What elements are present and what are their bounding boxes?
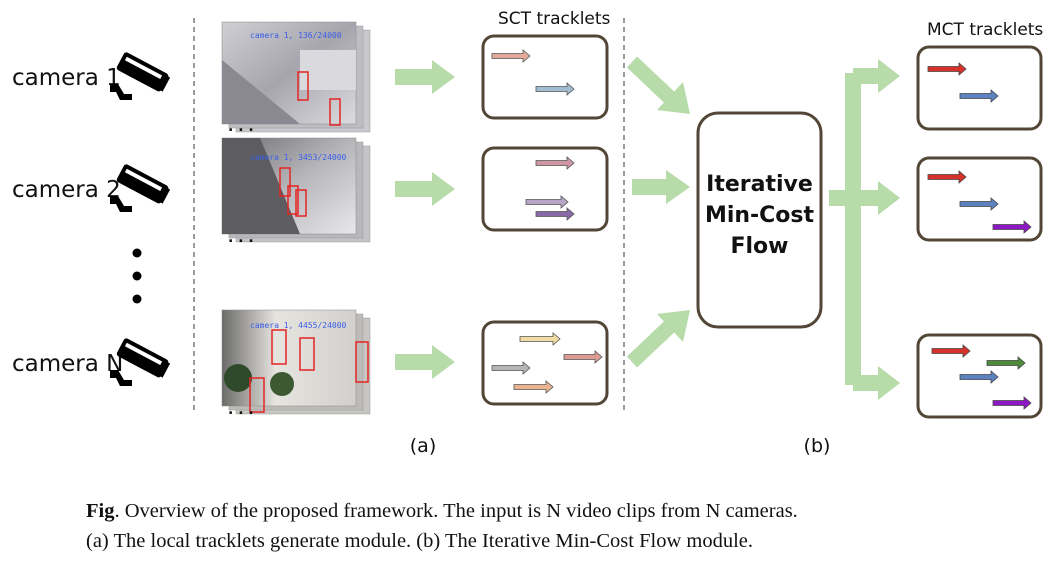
cctv-camera-icon bbox=[110, 164, 171, 212]
flow-arrow bbox=[626, 56, 690, 114]
caption-line-1: Fig. Overview of the proposed framework.… bbox=[86, 496, 1046, 526]
tracklet-arrow bbox=[931, 344, 971, 358]
sct-tracklet-box-1 bbox=[481, 34, 609, 120]
caption-line-1-text: . Overview of the proposed framework. Th… bbox=[114, 500, 798, 522]
flow-arrow bbox=[626, 310, 690, 368]
flow-box-line-2: Min-Cost bbox=[705, 203, 815, 228]
frame-overlay-text: camera 1, 4455/24000 bbox=[250, 321, 347, 330]
tracklet-arrow bbox=[927, 62, 967, 76]
ellipsis-dot bbox=[132, 271, 142, 281]
video-frames-camera-n: camera 1, 4455/24000 . . . bbox=[221, 309, 371, 418]
flow-arrow bbox=[395, 345, 455, 379]
svg-text:. . .: . . . bbox=[228, 119, 254, 135]
tracklet-arrow bbox=[959, 370, 999, 384]
mct-title: MCT tracklets bbox=[927, 20, 1043, 40]
cctv-camera-icon bbox=[110, 52, 171, 100]
min-cost-flow-box bbox=[696, 111, 823, 329]
flow-arrow bbox=[632, 170, 690, 204]
svg-text:. . .: . . . bbox=[228, 230, 254, 246]
flow-box-line-1: Iterative bbox=[706, 172, 813, 197]
tracklet-arrow bbox=[491, 361, 531, 375]
flow-box-line-3: Flow bbox=[730, 234, 788, 259]
flow-arrow bbox=[395, 172, 455, 206]
tracklet-arrow bbox=[986, 356, 1026, 370]
figure-caption: Fig. Overview of the proposed framework.… bbox=[86, 496, 1046, 556]
label-b: (b) bbox=[804, 435, 831, 457]
flow-connector bbox=[829, 59, 900, 400]
tracklet-arrow bbox=[525, 195, 569, 209]
tracklet-arrow bbox=[927, 170, 967, 184]
video-frames-camera-1: camera 1, 136/24000 . . . bbox=[221, 21, 371, 135]
sct-tracklet-box-2 bbox=[481, 146, 609, 232]
sct-tracklet-box-n bbox=[481, 320, 609, 406]
camera-label-n: camera N bbox=[12, 351, 123, 377]
frame-overlay-text: camera 1, 3453/24000 bbox=[250, 153, 347, 162]
video-frames-camera-2: camera 1, 3453/24000 . . . bbox=[221, 137, 371, 246]
camera-label-2: camera 2 bbox=[12, 177, 121, 203]
camera-label-1: camera 1 bbox=[12, 65, 121, 91]
sct-title: SCT tracklets bbox=[498, 9, 611, 29]
tracklet-arrow bbox=[491, 49, 531, 63]
tracklet-arrow bbox=[535, 207, 575, 221]
label-a: (a) bbox=[410, 435, 436, 457]
svg-text:. . .: . . . bbox=[228, 402, 254, 418]
tracklet-arrow bbox=[513, 380, 554, 394]
tracklet-arrow bbox=[959, 197, 999, 211]
tracklet-arrow bbox=[535, 156, 575, 170]
tracklet-arrow bbox=[519, 332, 561, 346]
tracklet-arrow bbox=[563, 350, 603, 364]
mct-tracklet-box-1 bbox=[916, 45, 1043, 131]
framework-diagram: camera 1 camera 2 camera N bbox=[12, 9, 1043, 457]
tracklet-arrow bbox=[959, 89, 999, 103]
caption-line-2: (a) The local tracklets generate module.… bbox=[86, 530, 753, 552]
flow-arrow bbox=[395, 60, 455, 94]
tracklet-arrow bbox=[992, 220, 1032, 234]
cctv-camera-icon bbox=[110, 338, 171, 386]
tracklet-arrow bbox=[535, 82, 575, 96]
ellipsis-dot bbox=[132, 294, 142, 304]
ellipsis-dot bbox=[132, 248, 142, 258]
caption-fig-label: Fig bbox=[86, 500, 115, 522]
frame-overlay-text: camera 1, 136/24000 bbox=[250, 31, 342, 40]
tracklet-arrow bbox=[992, 396, 1032, 410]
